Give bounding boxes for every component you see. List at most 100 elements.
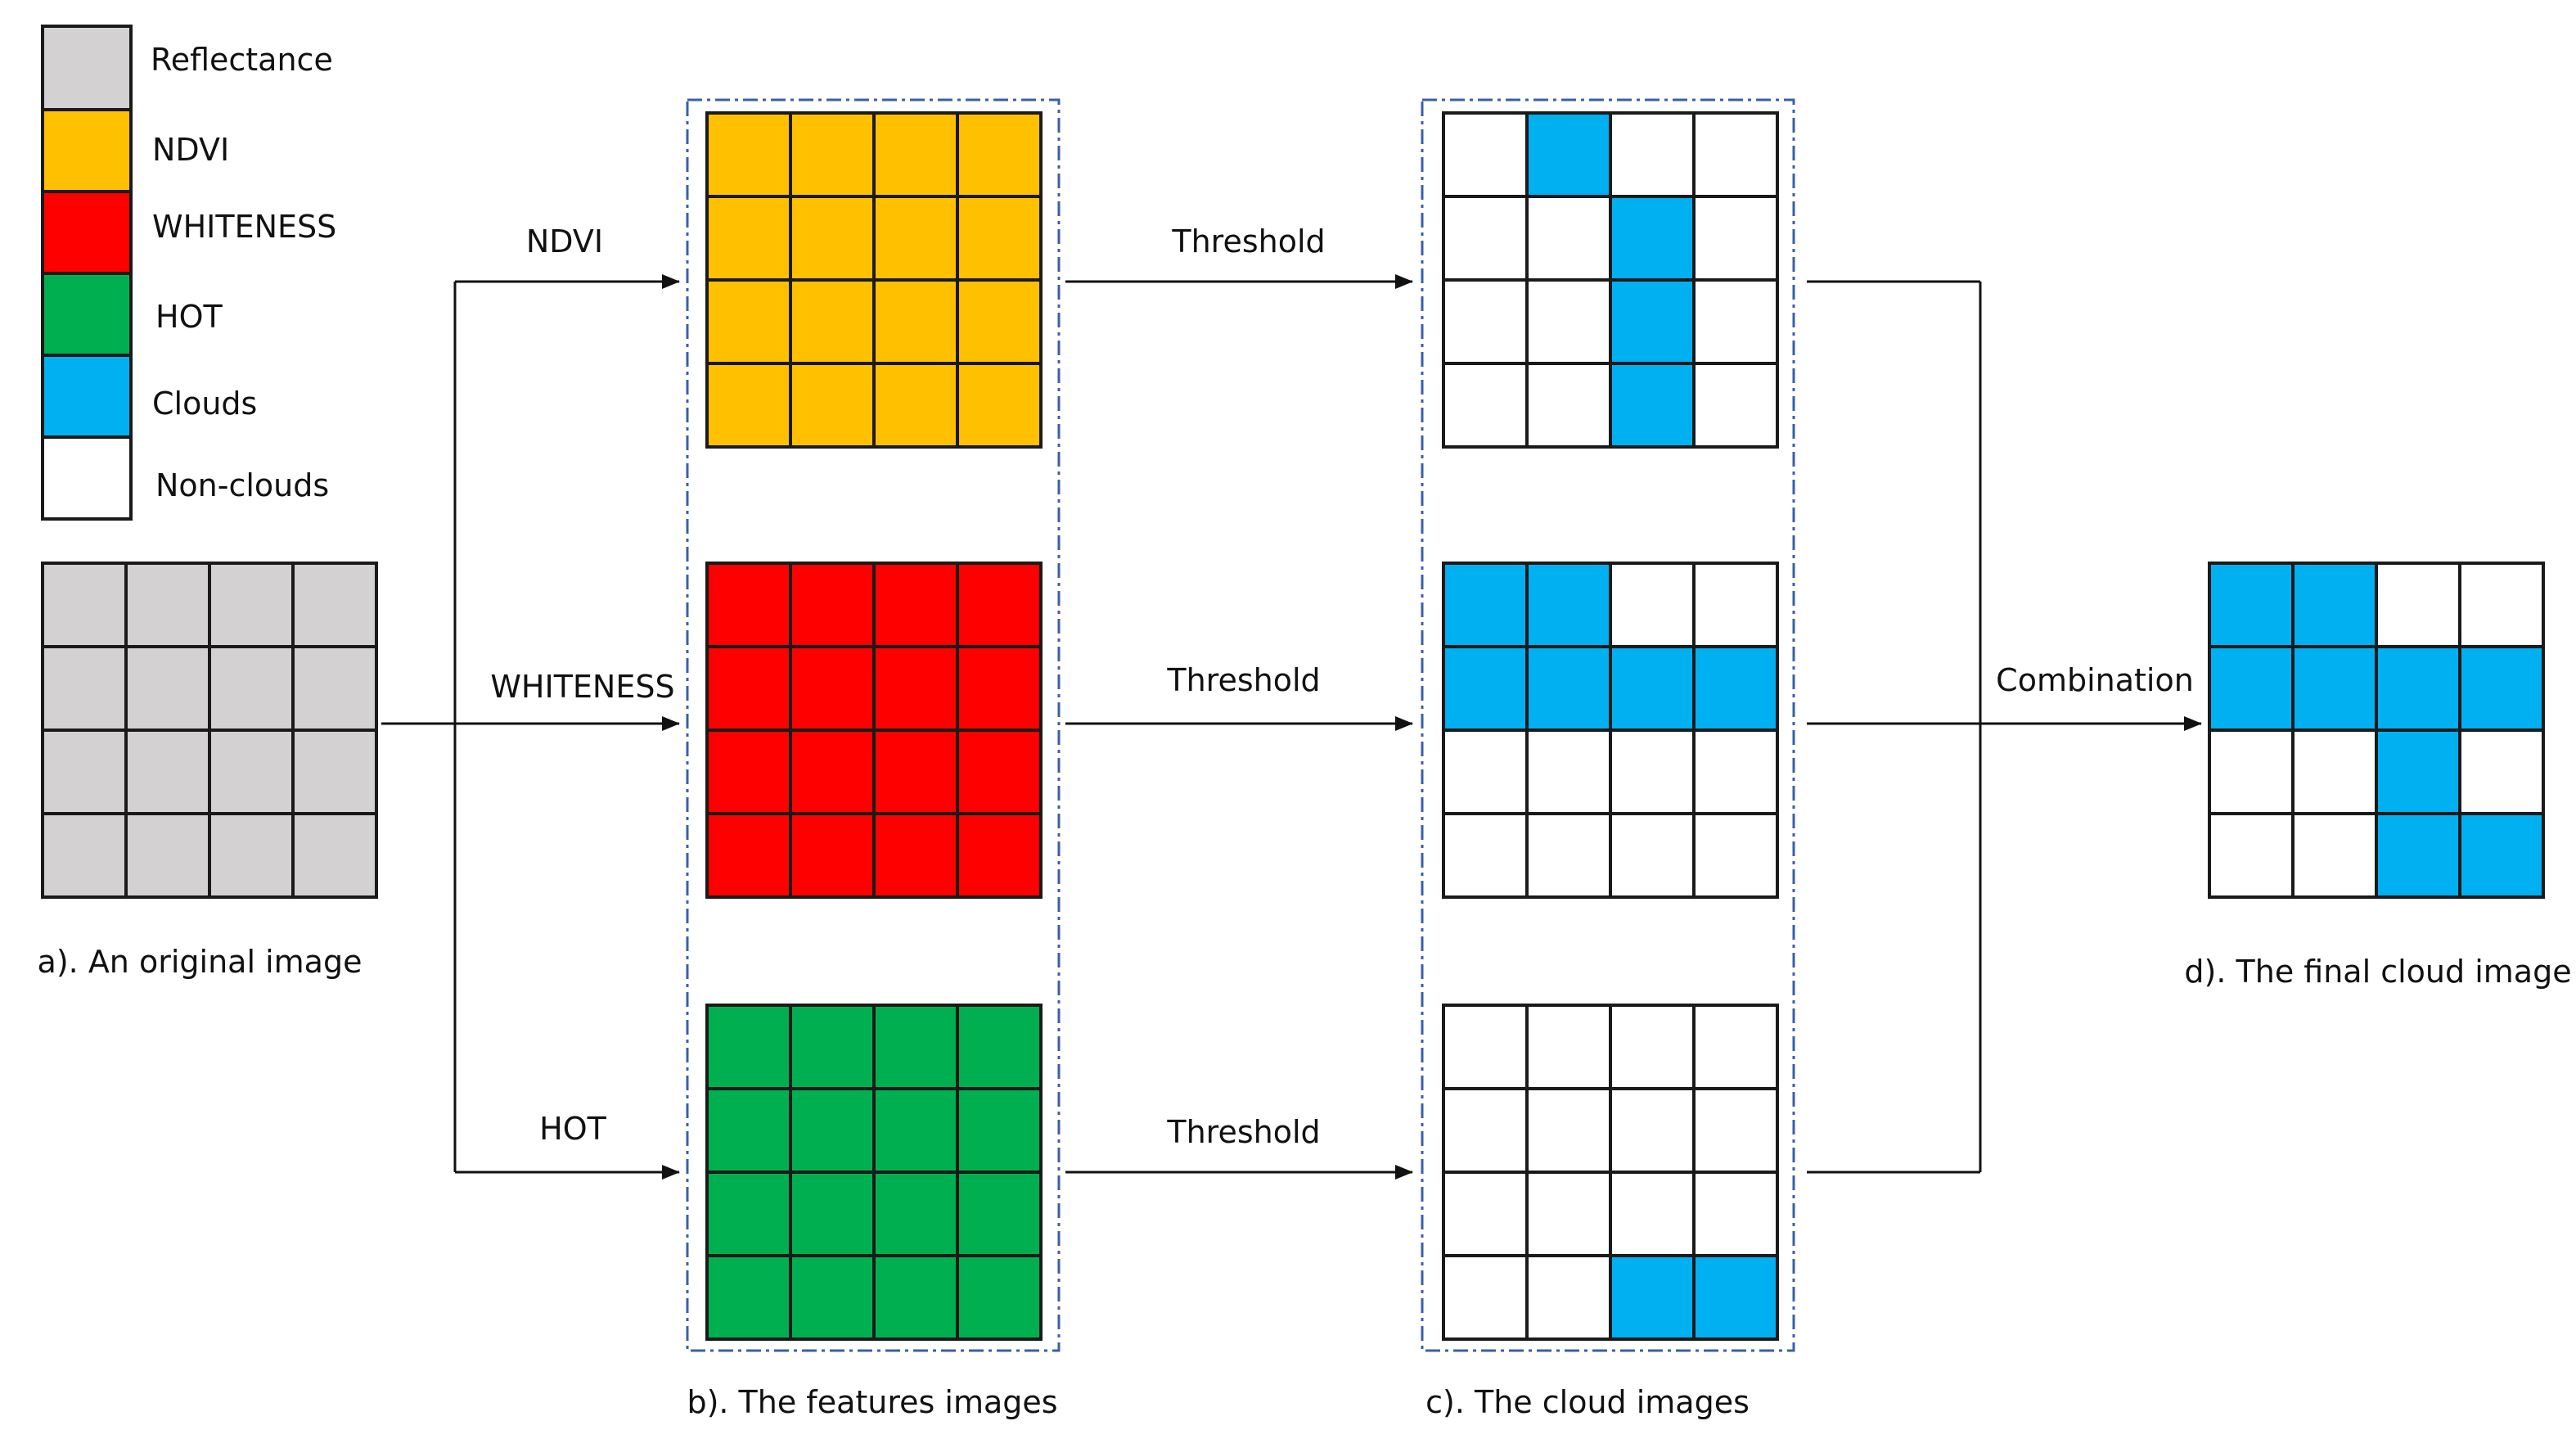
hot-cloud-grid [1442, 1004, 1779, 1341]
whiteness-feature-grid-cell-r0c2 [872, 562, 959, 648]
original-image-grid-cell-r2c1 [124, 729, 211, 815]
whiteness-cloud-grid-cell-r2c2 [1609, 729, 1696, 815]
whiteness-cloud-grid-cell-r1c2 [1609, 645, 1696, 732]
threshold-label-hot: Threshold [1166, 1114, 1320, 1150]
hot-feature-grid-cell-r2c0 [705, 1171, 792, 1257]
hot-feature-grid-cell-r3c3 [956, 1254, 1043, 1341]
hot-cloud-grid-cell-r1c0 [1442, 1087, 1529, 1174]
legend-swatch-ndvi [41, 108, 133, 193]
legend-label-clouds: Clouds [152, 386, 257, 422]
final-cloud-grid-cell-r1c2 [2375, 645, 2461, 732]
final-cloud-grid-cell-r1c1 [2291, 645, 2378, 732]
hot-cloud-grid-cell-r0c1 [1525, 1004, 1612, 1090]
whiteness-feature-grid-cell-r1c3 [956, 645, 1043, 732]
hot-feature-grid-cell-r1c2 [872, 1087, 959, 1174]
whiteness-cloud-grid-cell-r0c0 [1442, 562, 1529, 648]
hot-cloud-grid-cell-r0c3 [1692, 1004, 1779, 1090]
branch-label-whiteness: WHITENESS [490, 669, 674, 705]
whiteness-cloud-grid-cell-r0c2 [1609, 562, 1696, 648]
hot-feature-grid-cell-r2c3 [956, 1171, 1043, 1257]
caption-clouds: c). The cloud images [1425, 1384, 1750, 1420]
hot-cloud-grid-cell-r3c0 [1442, 1254, 1529, 1341]
hot-cloud-grid-cell-r3c2 [1609, 1254, 1696, 1341]
final-cloud-grid-cell-r0c2 [2375, 562, 2461, 648]
whiteness-feature-grid-cell-r0c0 [705, 562, 792, 648]
original-image-grid-cell-r1c1 [124, 645, 211, 732]
ndvi-feature-grid-cell-r0c3 [956, 111, 1043, 198]
final-cloud-grid-cell-r2c1 [2291, 729, 2378, 815]
final-cloud-grid-cell-r1c0 [2208, 645, 2295, 732]
original-image-grid-cell-r3c3 [291, 812, 378, 899]
hot-feature-grid-cell-r1c0 [705, 1087, 792, 1174]
legend: ReflectanceNDVIWHITENESSHOTCloudsNon-clo… [41, 25, 336, 521]
hot-feature-grid-cell-r1c1 [789, 1087, 876, 1174]
ndvi-cloud-grid-cell-r0c1 [1525, 111, 1612, 198]
legend-swatch-clouds [41, 354, 133, 439]
original-image-grid-cell-r3c1 [124, 812, 211, 899]
hot-feature-grid-cell-r0c3 [956, 1004, 1043, 1090]
whiteness-cloud-grid-cell-r2c0 [1442, 729, 1529, 815]
whiteness-feature-grid-cell-r1c1 [789, 645, 876, 732]
hot-cloud-grid-cell-r1c1 [1525, 1087, 1612, 1174]
ndvi-cloud-grid [1442, 111, 1779, 449]
hot-feature-grid-cell-r1c3 [956, 1087, 1043, 1174]
original-image-grid-cell-r0c1 [124, 562, 211, 648]
ndvi-cloud-grid-cell-r0c0 [1442, 111, 1529, 198]
hot-feature-grid-cell-r3c0 [705, 1254, 792, 1341]
original-image-grid-cell-r0c0 [41, 562, 128, 648]
original-image-grid [41, 562, 378, 899]
final-cloud-grid-cell-r3c0 [2208, 812, 2295, 899]
whiteness-cloud-grid [1442, 562, 1779, 899]
whiteness-cloud-grid-cell-r3c2 [1609, 812, 1696, 899]
whiteness-feature-grid-cell-r3c3 [956, 812, 1043, 899]
ndvi-cloud-grid-cell-r1c0 [1442, 195, 1529, 282]
original-image-grid-cell-r1c2 [208, 645, 295, 732]
ndvi-feature-grid-cell-r1c0 [705, 195, 792, 282]
ndvi-feature-grid-cell-r2c3 [956, 278, 1043, 365]
whiteness-feature-grid-cell-r2c2 [872, 729, 959, 815]
original-image-grid-cell-r0c3 [291, 562, 378, 648]
ndvi-feature-grid-cell-r1c3 [956, 195, 1043, 282]
original-image-grid-cell-r2c2 [208, 729, 295, 815]
hot-feature-grid-cell-r0c2 [872, 1004, 959, 1090]
whiteness-feature-grid-cell-r2c0 [705, 729, 792, 815]
final-cloud-grid-cell-r0c1 [2291, 562, 2378, 648]
whiteness-feature-grid-cell-r3c2 [872, 812, 959, 899]
final-cloud-grid-cell-r2c2 [2375, 729, 2461, 815]
whiteness-cloud-grid-cell-r1c1 [1525, 645, 1612, 732]
caption-original: a). An original image [38, 944, 363, 980]
hot-feature-grid-cell-r2c1 [789, 1171, 876, 1257]
final-cloud-grid-cell-r2c0 [2208, 729, 2295, 815]
whiteness-cloud-grid-cell-r0c3 [1692, 562, 1779, 648]
hot-feature-grid-cell-r0c1 [789, 1004, 876, 1090]
whiteness-feature-grid [705, 562, 1043, 899]
original-image-grid-cell-r0c2 [208, 562, 295, 648]
caption-features: b). The features images [687, 1384, 1057, 1420]
hot-cloud-grid-cell-r0c2 [1609, 1004, 1696, 1090]
ndvi-feature-grid-cell-r3c0 [705, 362, 792, 449]
combination-label: Combination [1996, 662, 2194, 698]
hot-cloud-grid-cell-r2c3 [1692, 1171, 1779, 1257]
hot-feature-grid-cell-r3c2 [872, 1254, 959, 1341]
threshold-label-whiteness: Threshold [1166, 662, 1320, 698]
whiteness-cloud-grid-cell-r3c0 [1442, 812, 1529, 899]
legend-label-ndvi: NDVI [152, 132, 229, 168]
hot-cloud-grid-cell-r2c0 [1442, 1171, 1529, 1257]
ndvi-feature-grid-cell-r1c2 [872, 195, 959, 282]
original-image-grid-cell-r3c2 [208, 812, 295, 899]
ndvi-cloud-grid-cell-r2c1 [1525, 278, 1612, 365]
hot-cloud-grid-cell-r0c0 [1442, 1004, 1529, 1090]
legend-swatch-hot [41, 272, 133, 357]
legend-swatch-non-clouds [41, 435, 133, 521]
whiteness-feature-grid-cell-r3c0 [705, 812, 792, 899]
final-cloud-grid-cell-r1c3 [2458, 645, 2545, 732]
whiteness-feature-grid-cell-r3c1 [789, 812, 876, 899]
whiteness-feature-grid-cell-r2c1 [789, 729, 876, 815]
original-image-grid-cell-r3c0 [41, 812, 128, 899]
original-image-grid-cell-r2c3 [291, 729, 378, 815]
ndvi-feature-grid-cell-r2c2 [872, 278, 959, 365]
legend-label-non-clouds: Non-clouds [155, 467, 329, 503]
final-cloud-grid [2208, 562, 2545, 899]
ndvi-feature-grid-cell-r2c1 [789, 278, 876, 365]
original-image-grid-cell-r2c0 [41, 729, 128, 815]
